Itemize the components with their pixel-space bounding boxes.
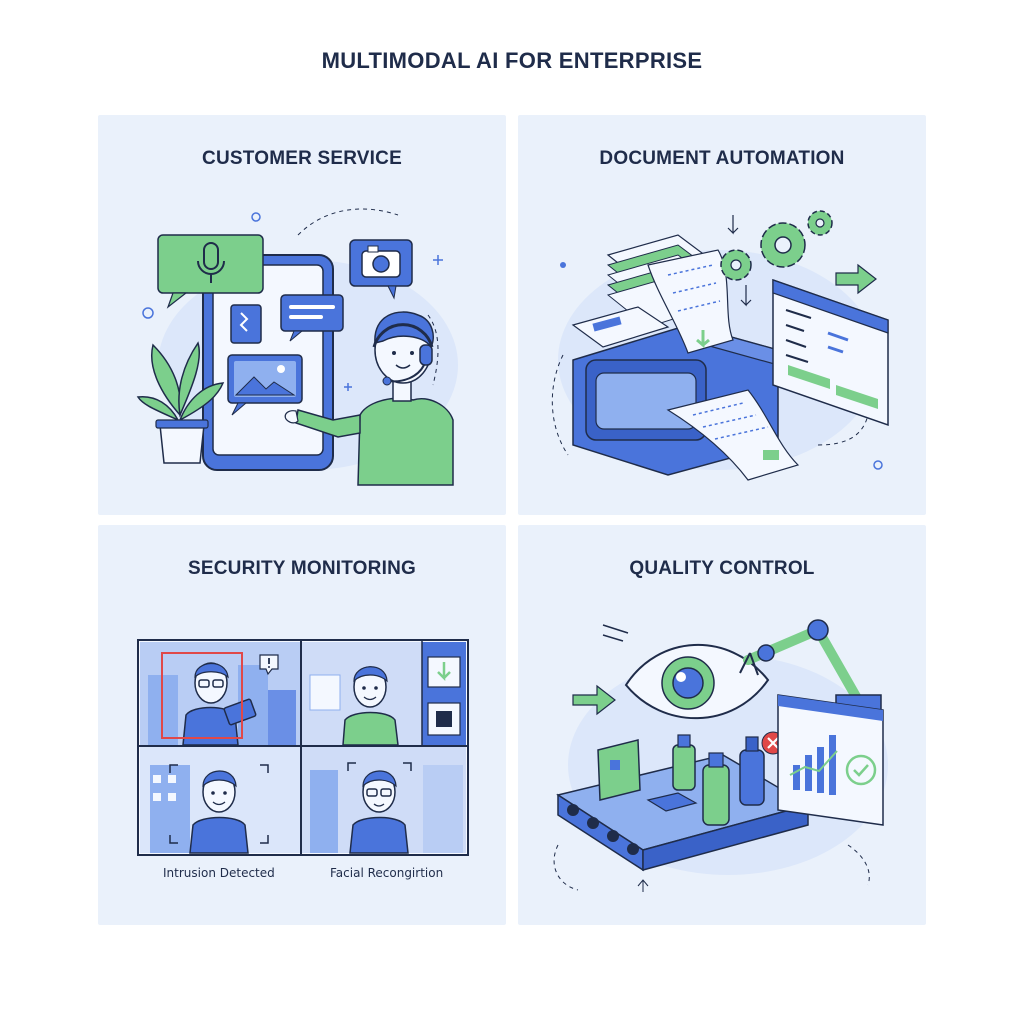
receipt-output xyxy=(666,389,800,481)
bar-chart-icon xyxy=(777,694,884,826)
document-automation-illustration xyxy=(551,210,889,481)
intruder-person xyxy=(182,662,257,746)
document-icon xyxy=(230,304,262,344)
eye-icon xyxy=(624,644,770,720)
circuit-board xyxy=(597,739,641,801)
arrow-down-icon xyxy=(437,662,451,682)
caption-intrusion-detected: Intrusion Detected xyxy=(163,866,275,880)
person-feed-4 xyxy=(349,770,409,854)
panel-title-security-monitoring: SECURITY MONITORING xyxy=(188,558,416,579)
image-icon xyxy=(227,354,303,416)
robot-arm-icon xyxy=(739,619,882,726)
chat-bubble-icon xyxy=(280,294,344,342)
microphone-icon xyxy=(157,234,264,309)
arrow-right-icon xyxy=(572,684,616,716)
detection-box xyxy=(161,652,243,739)
panel-title-customer-service: CUSTOMER SERVICE xyxy=(202,148,402,169)
alert-icon xyxy=(259,654,279,676)
panel-title-quality-control: QUALITY CONTROL xyxy=(629,558,815,579)
caption-facial-recognition: Facial Recongirtion xyxy=(330,866,444,880)
plant-icon xyxy=(136,341,225,464)
security-monitoring-illustration xyxy=(137,639,469,856)
camera-icon xyxy=(349,239,413,300)
person-feed-2 xyxy=(309,666,399,746)
page-title: MULTIMODAL AI FOR ENTERPRISE xyxy=(321,48,703,73)
headset-icon xyxy=(284,311,454,486)
panel-customer-service: CUSTOMER SERVICE xyxy=(98,115,506,515)
data-window xyxy=(772,278,889,427)
chip-item xyxy=(646,792,698,812)
person-feed-3 xyxy=(189,770,249,854)
customer-service-illustration xyxy=(136,208,458,486)
arrow-right-icon xyxy=(835,263,877,295)
panel-title-document-automation: DOCUMENT AUTOMATION xyxy=(599,148,845,169)
panel-security-monitoring: SECURITY MONITORING xyxy=(98,525,506,925)
panel-document-automation: DOCUMENT AUTOMATION xyxy=(518,115,926,515)
bottle-item xyxy=(672,734,765,826)
document-icon xyxy=(571,234,734,354)
quality-control-illustration xyxy=(553,619,888,892)
chip-icon xyxy=(436,711,452,727)
panel-quality-control: QUALITY CONTROL xyxy=(518,525,926,925)
gear-icon xyxy=(720,210,833,281)
check-icon xyxy=(845,754,877,786)
